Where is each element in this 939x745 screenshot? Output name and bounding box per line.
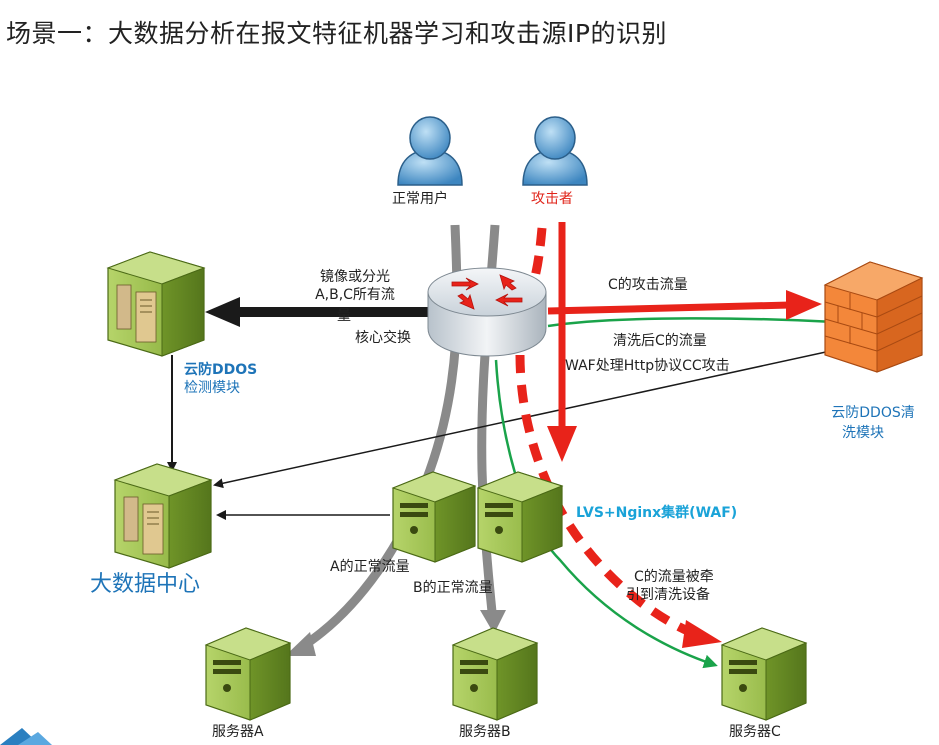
attack-dashed-upper bbox=[527, 227, 547, 290]
server-a-icon bbox=[204, 627, 292, 721]
server-b-label: 服务器B bbox=[459, 724, 511, 740]
corner-logo-shape bbox=[0, 728, 52, 745]
mirror-arrow bbox=[205, 297, 430, 327]
attack-flow-down bbox=[547, 222, 577, 462]
lvs-cluster-label: LVS+Nginx集群(WAF) bbox=[576, 505, 738, 521]
server-c-label: 服务器C bbox=[729, 724, 781, 740]
normal-user-icon bbox=[397, 116, 463, 186]
bigdata-center-server-icon bbox=[113, 463, 213, 569]
mirror-label-3: 量 bbox=[337, 308, 351, 324]
lvs-server-1-icon bbox=[391, 471, 477, 563]
server-b-icon bbox=[451, 627, 539, 721]
clean-module-label-1: 云防DDOS清 bbox=[831, 405, 915, 421]
b-normal-flow-label: B的正常流量 bbox=[413, 580, 493, 596]
mirror-label-2: A,B,C所有流 bbox=[315, 287, 395, 303]
lvs-server-2-icon bbox=[476, 471, 564, 563]
attacker-icon bbox=[522, 116, 588, 186]
ddos-clean-firewall-icon bbox=[823, 261, 924, 373]
mirror-label-1: 镜像或分光 bbox=[320, 269, 390, 285]
clean-module-label-2: 洗模块 bbox=[842, 425, 884, 441]
c-diverted-label-1: C的流量被牵 bbox=[634, 569, 714, 585]
cleaned-flow-line bbox=[494, 317, 836, 669]
c-diverted-label-2: 引到清洗设备 bbox=[626, 587, 710, 603]
core-switch-icon bbox=[427, 267, 547, 357]
ddos-detect-server-icon bbox=[106, 251, 206, 357]
server-c-icon bbox=[720, 627, 808, 721]
normal-user-label: 正常用户 bbox=[392, 191, 448, 207]
attack-flow-to-cleaner bbox=[547, 290, 822, 320]
detect-module-label-2: 检测模块 bbox=[184, 380, 240, 396]
a-normal-flow-label: A的正常流量 bbox=[330, 559, 410, 575]
waf-cc-label: WAF处理Http协议CC攻击 bbox=[565, 358, 730, 374]
detect-module-label-1: 云防DDOS bbox=[184, 362, 258, 378]
bigdata-center-label: 大数据中心 bbox=[90, 572, 201, 597]
core-switch-label: 核心交换 bbox=[355, 330, 411, 346]
c-attack-flow-label: C的攻击流量 bbox=[608, 277, 688, 293]
server-a-label: 服务器A bbox=[212, 724, 264, 740]
page-title: 场景一：大数据分析在报文特征机器学习和攻击源IP的识别 bbox=[6, 19, 667, 48]
attacker-label: 攻击者 bbox=[531, 191, 573, 207]
c-cleaned-flow-label: 清洗后C的流量 bbox=[613, 333, 707, 349]
